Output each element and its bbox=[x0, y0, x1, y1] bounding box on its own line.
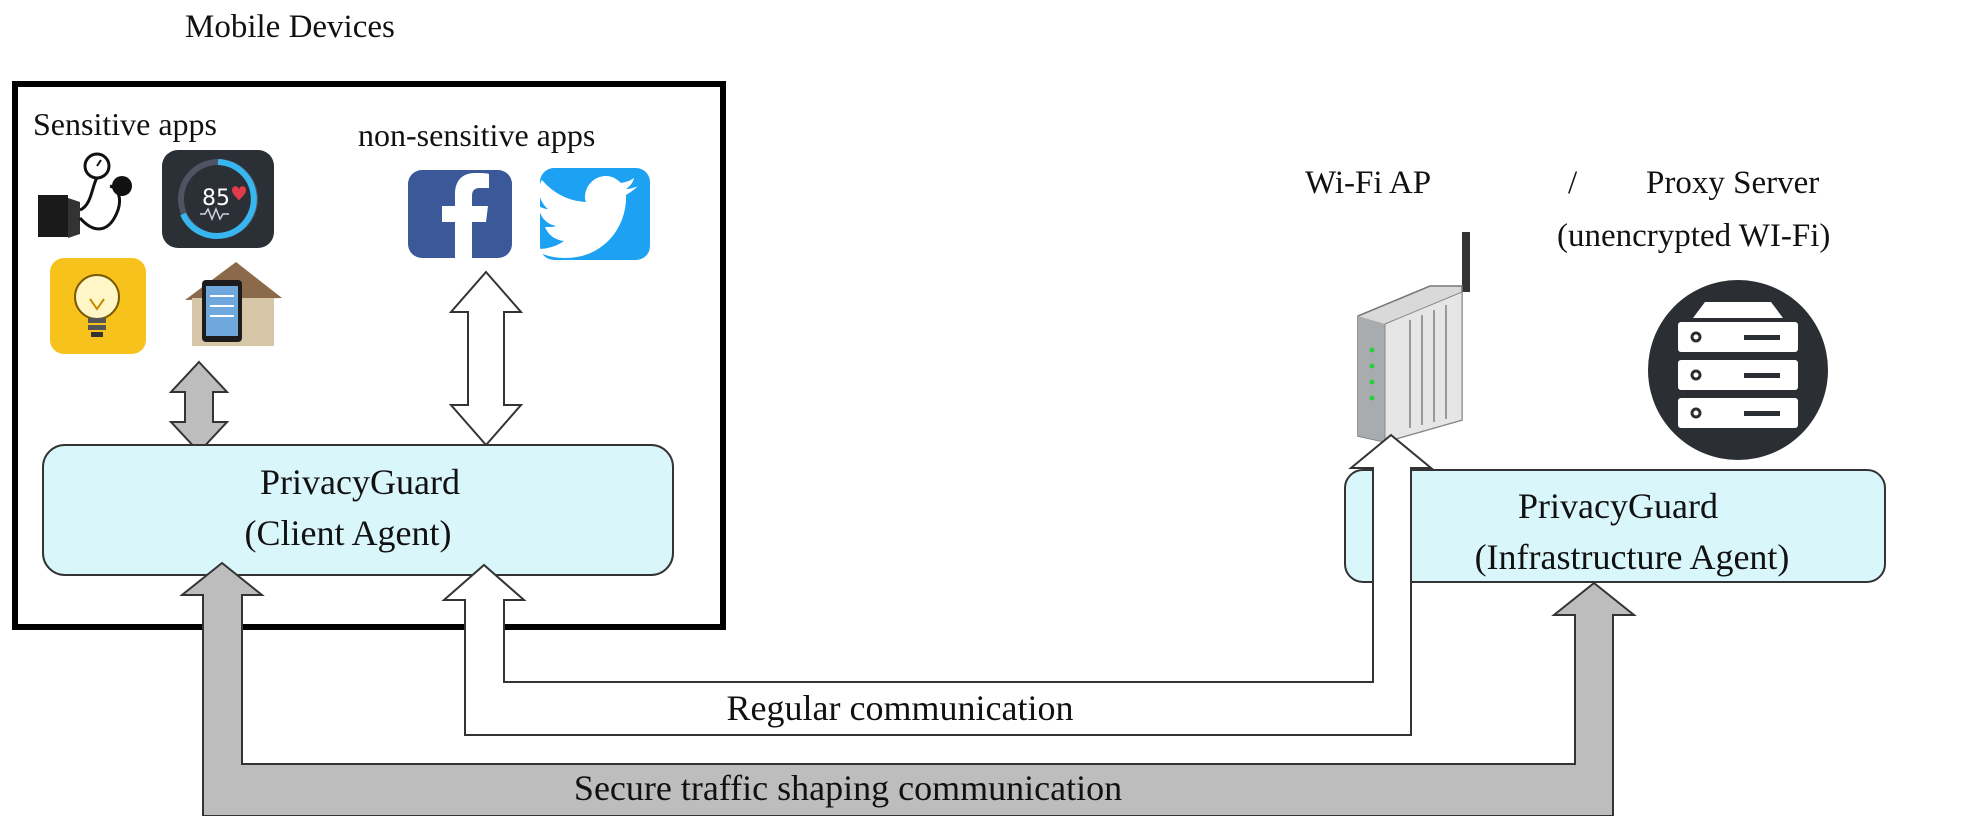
label-separator: / bbox=[1568, 165, 1578, 201]
wifi-router-icon bbox=[1357, 232, 1470, 443]
secure-communication-arrow bbox=[179, 561, 1637, 816]
client-agent-box bbox=[42, 444, 674, 576]
regular-communication-label: Regular communication bbox=[727, 688, 1074, 728]
client-agent-subtitle: (Client Agent) bbox=[245, 513, 452, 553]
infrastructure-agent-subtitle: (Infrastructure Agent) bbox=[1475, 537, 1790, 577]
heart-rate-app-icon: 85 bbox=[162, 150, 274, 248]
server-icon bbox=[1648, 280, 1828, 460]
blood-pressure-monitor-icon bbox=[38, 152, 132, 238]
non-sensitive-apps-label: non-sensitive apps bbox=[358, 117, 595, 153]
infrastructure-agent-box bbox=[1344, 469, 1886, 583]
heart-rate-value: 85 bbox=[202, 186, 230, 211]
light-bulb-app-icon bbox=[50, 258, 146, 354]
regular-communication-arrow bbox=[441, 433, 1434, 736]
mobile-devices-title: Mobile Devices bbox=[185, 9, 395, 45]
proxy-server-label: Proxy Server bbox=[1646, 165, 1819, 201]
unencrypted-wifi-label: (unencrypted WI-Fi) bbox=[1557, 218, 1830, 254]
wifi-ap-label: Wi-Fi AP bbox=[1305, 165, 1431, 201]
infrastructure-agent-title: PrivacyGuard bbox=[1518, 486, 1718, 526]
twitter-icon bbox=[533, 168, 650, 260]
sensitive-apps-label: Sensitive apps bbox=[33, 106, 217, 142]
facebook-icon bbox=[408, 170, 512, 258]
secure-communication-label: Secure traffic shaping communication bbox=[574, 768, 1122, 808]
mobile-device-frame bbox=[12, 81, 726, 630]
non-sensitive-apps-double-arrow bbox=[448, 270, 524, 447]
sensitive-apps-double-arrow bbox=[168, 360, 230, 454]
client-agent-title: PrivacyGuard bbox=[260, 462, 460, 502]
smart-home-tablet-icon bbox=[185, 262, 282, 346]
